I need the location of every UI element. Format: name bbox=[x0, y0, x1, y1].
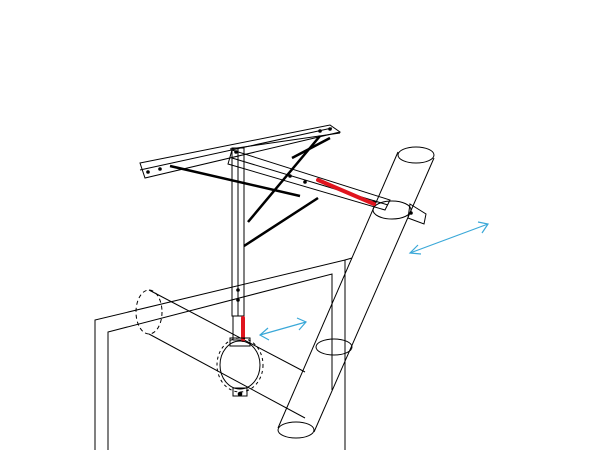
lower-double-arrow bbox=[258, 317, 307, 341]
horizontal-duct bbox=[135, 289, 306, 419]
black-braces bbox=[169, 135, 331, 248]
upper-double-arrow bbox=[408, 221, 489, 255]
angled-pipe bbox=[277, 146, 435, 439]
rect-frame bbox=[94, 257, 353, 450]
red-highlight-parts bbox=[241, 178, 376, 342]
pipe-clamp bbox=[216, 337, 264, 397]
top-cross-bracket bbox=[139, 124, 342, 179]
vertical-post bbox=[231, 147, 245, 341]
